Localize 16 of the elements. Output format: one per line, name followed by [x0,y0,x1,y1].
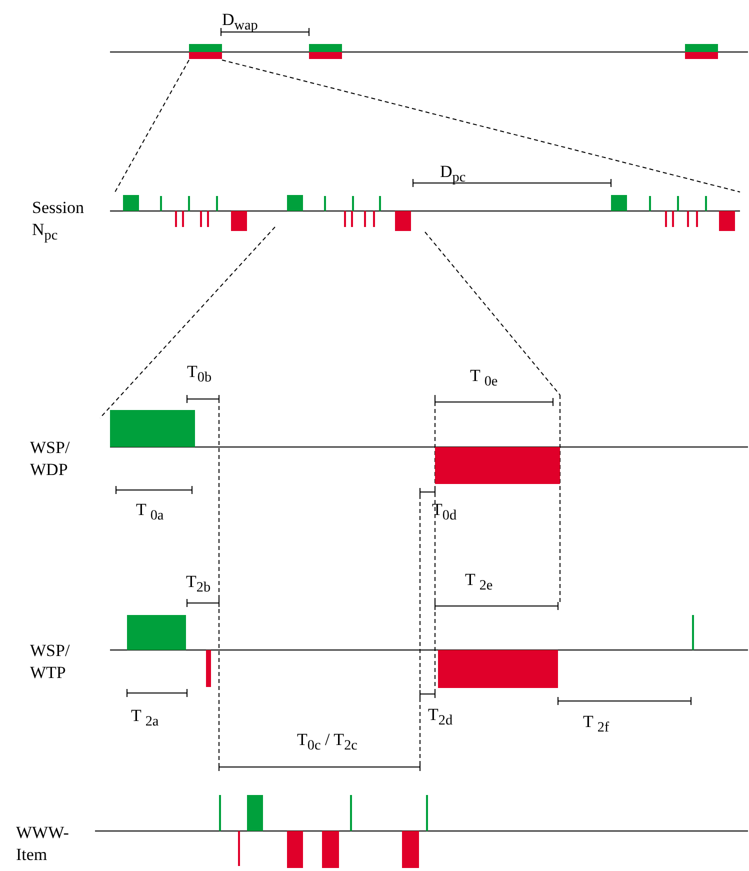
time-label: T $_{2a}$ [131,706,159,732]
row-label: WSP/ WTP [30,640,71,684]
time-label: T $_{0a}$ [136,500,164,526]
time-label: T $_{0e}$ [470,366,498,392]
time-label: T$_{2b}$ [186,572,211,598]
time-label: T$_{0c}$ / T$_{2c}$ [297,730,358,756]
time-label: T $_{2f}$ [583,712,610,738]
time-label: T$_{2d}$ [428,705,453,730]
row-label: WWW- Item [16,822,70,866]
time-label: D$_{wap}$ [222,10,258,36]
time-label: T $_{2e}$ [465,570,493,596]
row-label: WSP/ WDP [30,437,71,481]
row-label: Session N$_{pc}$ [32,197,85,246]
time-label: T$_{0b}$ [187,362,212,388]
time-label: T$_{0d}$ [432,500,457,526]
time-label: D$_{pc}$ [440,162,466,188]
